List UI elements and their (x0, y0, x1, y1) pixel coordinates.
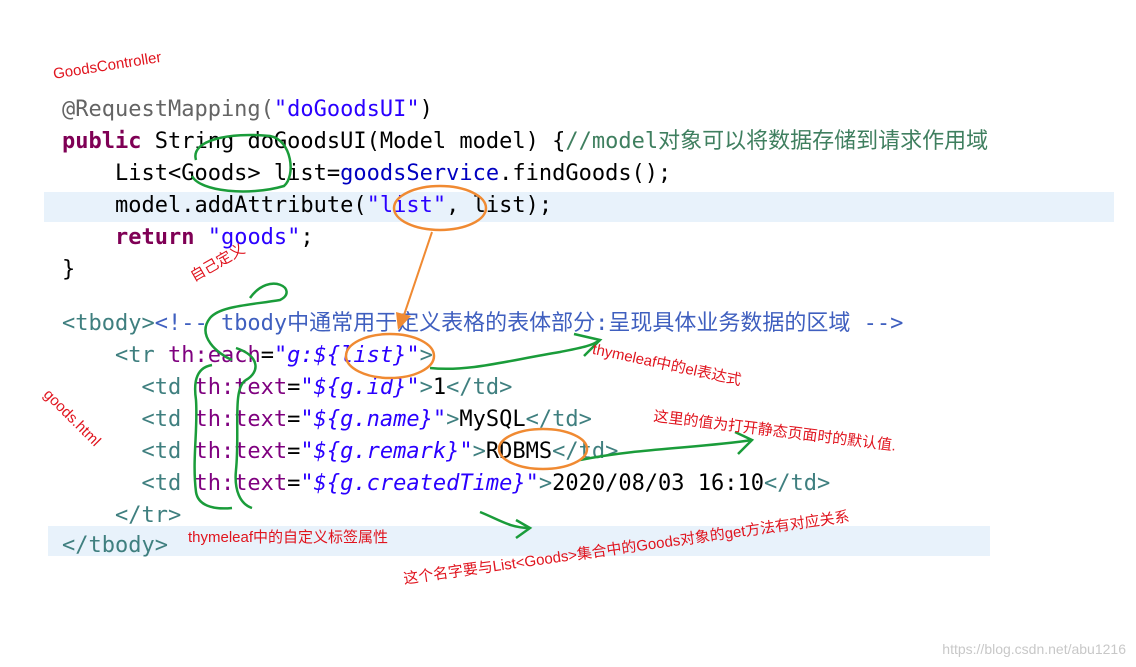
green-underline-el (429, 338, 601, 371)
watermark: https://blog.csdn.net/abu1216 (942, 641, 1126, 657)
html-td-row-1: <td th:text="${g.id}">1</td> (62, 375, 513, 400)
label-el-expression: thymeleaf中的el表达式 (590, 340, 743, 390)
orange-arrow-line (402, 231, 433, 319)
label-goods-controller: GoodsController (52, 48, 163, 83)
highlight-row-java (44, 192, 1114, 222)
html-line-2: <tr th:each="g:${list}"> (62, 343, 433, 368)
html-line-7: </tr> (62, 503, 182, 528)
html-line-1: <tbody><!-- tbody中通常用于定义表格的表体部分:呈现具体业务数据… (62, 311, 904, 336)
java-line-4: model.addAttribute("list", list); (114, 193, 553, 218)
html-td-row-2: <td th:text="${g.name}">MySQL</td> (62, 407, 592, 432)
java-line-2: public String doGoodsUI(Model model) {//… (62, 129, 989, 154)
html-td-row-3: <td th:text="${g.remark}">RDBMS</td> (62, 439, 619, 464)
java-line-5: return "goods"; (62, 225, 314, 250)
label-custom-attr: thymeleaf中的自定义标签属性 (188, 529, 389, 546)
java-line-1: @RequestMapping("doGoodsUI") (62, 97, 433, 122)
java-line-3: List<Goods> list=goodsService.findGoods(… (62, 161, 672, 186)
html-line-8: </tbody> (62, 533, 168, 558)
html-td-row-4: <td th:text="${g.createdTime}">2020/08/0… (62, 471, 831, 496)
label-default-value: 这里的值为打开静态页面时的默认值. (652, 407, 897, 455)
java-line-6: } (62, 257, 76, 282)
